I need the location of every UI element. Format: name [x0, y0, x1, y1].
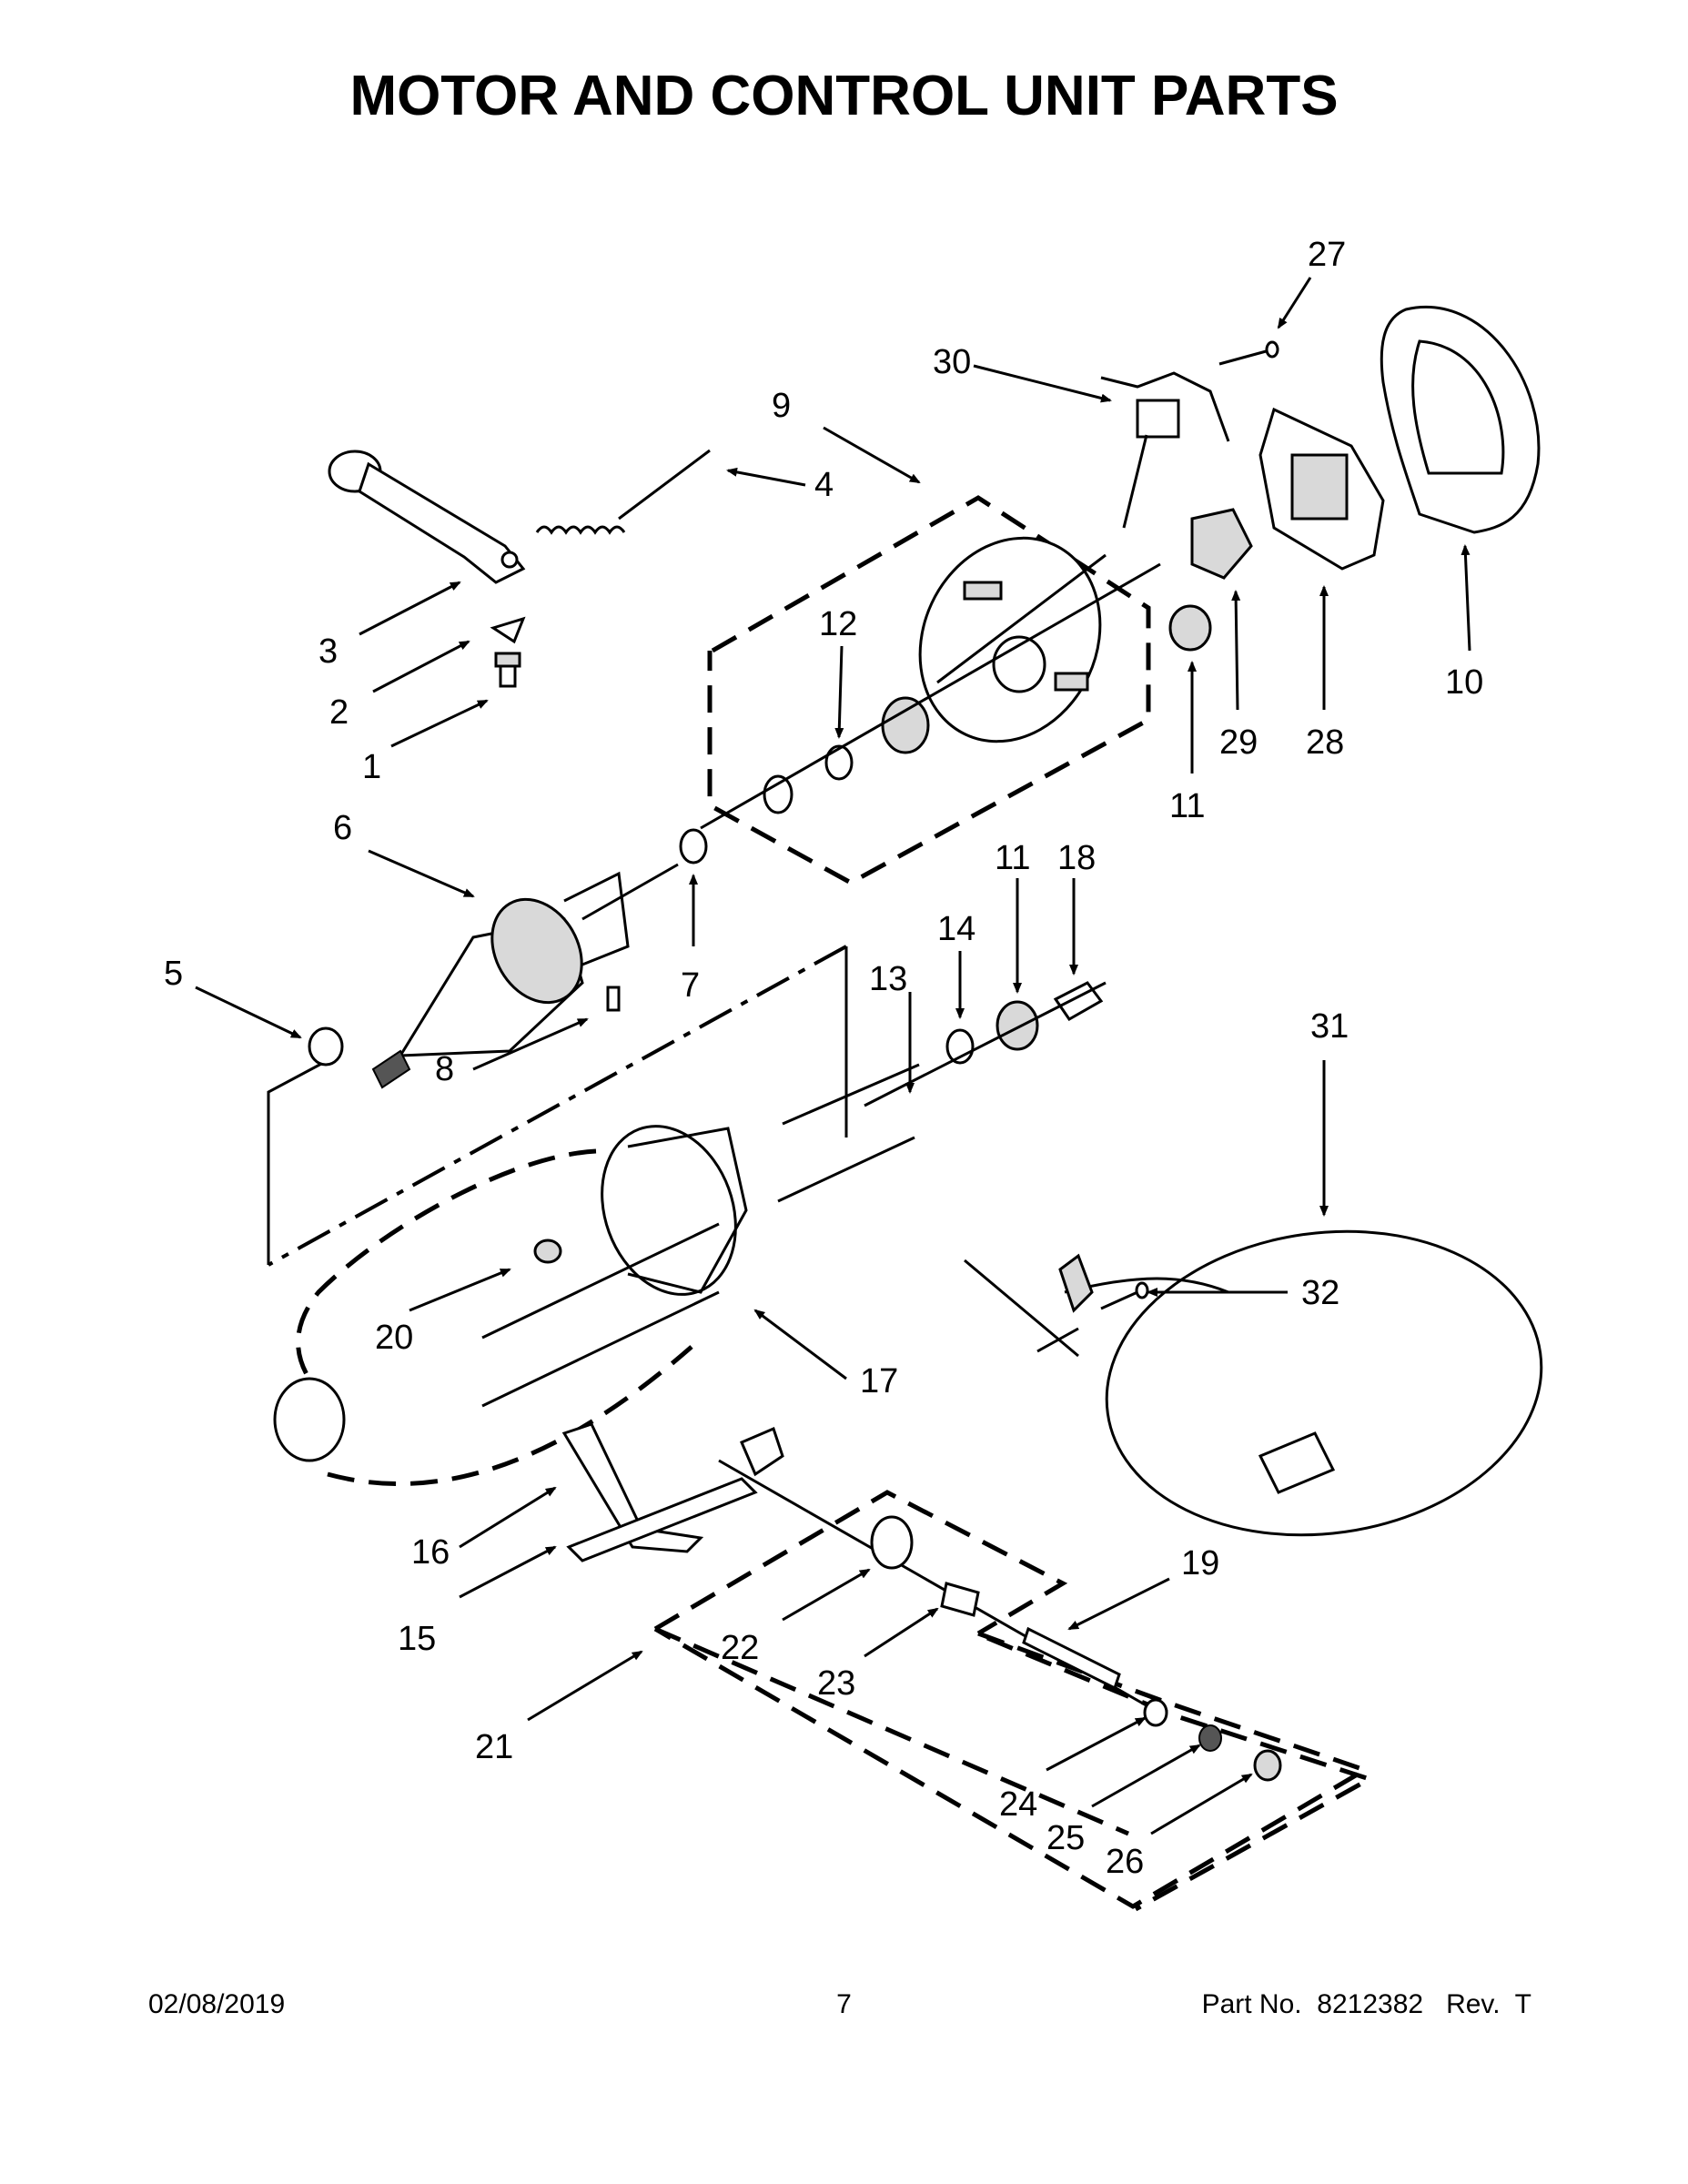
- part-29-brush-holder: [1190, 508, 1253, 580]
- part-19-spring: [1022, 1626, 1121, 1691]
- part-11-nut-upper: [1168, 604, 1212, 652]
- callout-1: 1: [362, 748, 381, 786]
- callout-labels: 1 2 3 4 5 6 7 8 9 10 11 11 12 13 14 15 1…: [164, 236, 1483, 1881]
- callout-3: 3: [318, 632, 338, 671]
- part-7-washer: [679, 828, 708, 864]
- callout-13: 13: [869, 960, 907, 998]
- callout-6: 6: [333, 809, 352, 847]
- footer-part-number: Part No. 8212382 Rev. T: [1201, 1989, 1531, 2019]
- part-6-armature: [371, 863, 679, 1089]
- callout-30: 30: [933, 343, 971, 381]
- part-3-lever: [328, 450, 526, 584]
- part-5-washer: [308, 1026, 344, 1067]
- part-8-screw: [606, 986, 621, 1012]
- callout-25: 25: [1046, 1819, 1085, 1857]
- callout-23: 23: [817, 1664, 855, 1703]
- part-25-screw: [1198, 1724, 1222, 1752]
- part-2-washer: [490, 616, 526, 644]
- callout-26: 26: [1106, 1843, 1144, 1881]
- callout-15: 15: [398, 1620, 436, 1658]
- part-17-field: [481, 1125, 748, 1408]
- callout-21: 21: [475, 1728, 513, 1766]
- part-23-pin: [940, 1582, 980, 1617]
- callout-22: 22: [721, 1629, 759, 1667]
- part-22-sleeve: [870, 1515, 914, 1570]
- part-28-control-board: [1258, 407, 1385, 571]
- part-32-screw: [1100, 1281, 1149, 1310]
- front-housing-outline: [273, 1148, 693, 1487]
- callout-20: 20: [375, 1319, 413, 1357]
- callout-18: 18: [1057, 839, 1096, 877]
- part-star-washer: [763, 774, 793, 814]
- callout-17: 17: [860, 1362, 898, 1400]
- callout-24: 24: [999, 1785, 1037, 1824]
- callout-11-upper: 11: [1169, 787, 1205, 825]
- part-31-power-cord: [964, 1229, 1543, 1537]
- part-13-rod: [777, 1063, 920, 1203]
- callout-7: 7: [681, 966, 700, 1005]
- callout-31: 31: [1310, 1007, 1349, 1046]
- callout-19: 19: [1181, 1544, 1219, 1582]
- part-10-gasket: [1380, 306, 1541, 534]
- part-27-screw: [1218, 340, 1279, 366]
- group-outline-9: [707, 495, 1151, 885]
- part-4-spring: [535, 449, 711, 535]
- group-outline-17: [267, 945, 848, 1267]
- callout-29: 29: [1219, 723, 1258, 762]
- callout-5: 5: [164, 955, 183, 993]
- page-title: MOTOR AND CONTROL UNIT PARTS: [349, 65, 1339, 127]
- part-1-screw: [494, 652, 521, 688]
- part-26-knob: [1253, 1749, 1282, 1782]
- part-16-clip: [561, 1422, 704, 1553]
- callout-4: 4: [814, 466, 834, 504]
- group-outline-21: [653, 1490, 1370, 1909]
- group-outline-24: [986, 1635, 1376, 1912]
- part-9-housing: [918, 536, 1107, 743]
- part-20-screw: [533, 1239, 562, 1264]
- part-24-bushing: [1143, 1698, 1168, 1727]
- callout-28: 28: [1306, 723, 1344, 762]
- part-11-nut-lower: [996, 1000, 1039, 1051]
- part-bearing: [881, 696, 930, 754]
- callout-11-lower: 11: [995, 839, 1030, 877]
- callout-10: 10: [1445, 663, 1483, 702]
- callout-12: 12: [819, 605, 857, 643]
- footer-page-number: 7: [836, 1989, 852, 2019]
- shaft-line-9: [700, 562, 1161, 830]
- callout-32: 32: [1301, 1274, 1339, 1312]
- callout-27: 27: [1308, 236, 1346, 274]
- callout-9: 9: [772, 387, 791, 425]
- shaft-line-13: [864, 981, 1107, 1107]
- callout-16: 16: [411, 1533, 450, 1572]
- callout-2: 2: [329, 693, 349, 732]
- part-15-lever: [566, 1426, 784, 1562]
- callout-arrows: [195, 277, 1471, 1835]
- callout-8: 8: [435, 1050, 454, 1088]
- footer-date: 02/08/2019: [148, 1989, 286, 2019]
- part-12-washer: [824, 744, 854, 781]
- part-30-harness: [1100, 371, 1230, 529]
- callout-14: 14: [937, 910, 975, 948]
